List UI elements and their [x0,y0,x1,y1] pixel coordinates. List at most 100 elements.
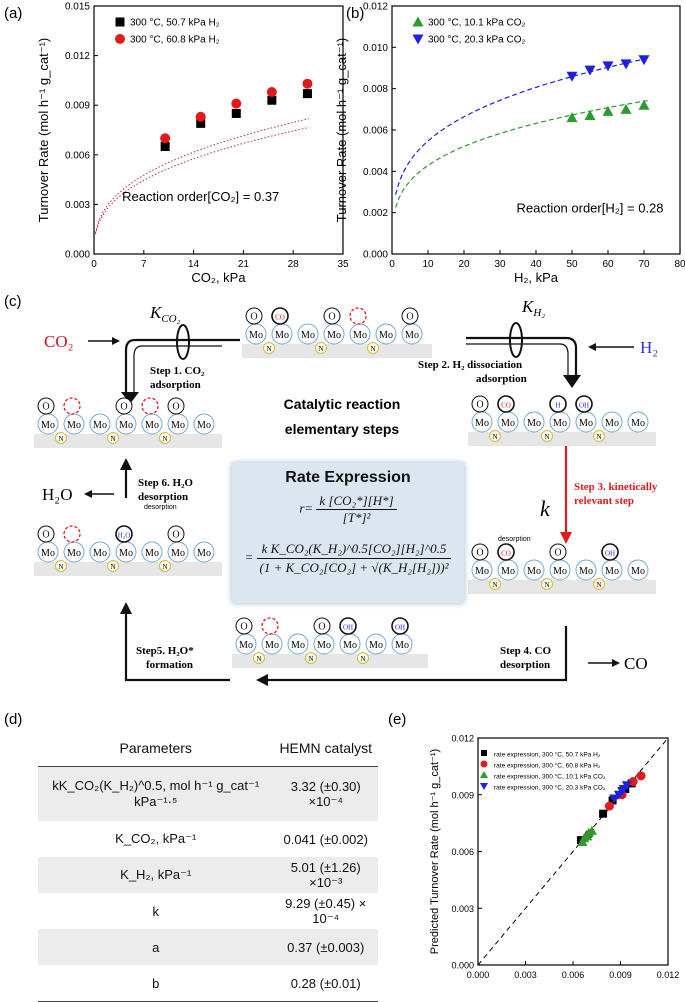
x-tick-label: 70 [638,259,650,270]
mo-label: Mo [631,566,645,577]
mo-label: Mo [41,420,55,431]
y-tick-label: 0.003 [451,904,474,914]
data-point [620,103,632,114]
table-cell-value: 0.28 (±0.01) [273,965,378,1002]
adsorbate-label: OH [343,624,353,632]
mo-label: Mo [93,420,107,431]
n-atom [159,560,171,572]
adsorbate-label: CO [275,314,285,322]
data-point [195,111,206,122]
table-row: K_CO₂, kPa⁻¹ 0.041 (±0.002) [38,821,378,857]
y-tick-label: 0.000 [363,250,388,261]
x-axis-label: H₂, kPa [514,270,559,285]
data-point [160,133,171,144]
n-atom [541,430,553,442]
data-point [602,105,614,116]
diagram-title-line1: Catalytic reaction [284,396,401,412]
legend-label: rate expression, 300 °C, 50.7 kPa H₂ [494,751,601,759]
data-point [604,801,614,811]
data-point [566,112,578,123]
mo-label: Mo [301,330,315,341]
n-label: N [370,345,375,353]
table-row: K_H₂, kPa⁻¹ 5.01 (±1.26) ×10⁻³ [38,857,378,893]
x-tick-label: 10 [422,259,434,270]
n-atom [55,560,67,572]
legend-label: 300 °C, 60.8 kPa H₂ [130,35,220,46]
x-tick-label: 20 [458,259,470,270]
mo-label: Mo [527,418,541,429]
x-tick-label: 28 [288,259,300,270]
kh2-ellipse [509,322,523,358]
mo-label: Mo [353,330,367,341]
y-tick-label: 0.006 [65,150,90,161]
mo-label: Mo [395,640,409,651]
y-tick-label: 0.012 [363,2,388,13]
y-tick-label: 0.012 [451,734,474,744]
adsorbate-site [401,307,419,325]
y-tick-label: 0.009 [451,790,474,800]
mo-label: Mo [475,418,489,429]
y-tick-label: 0.002 [363,208,388,219]
mo-label: Mo [317,640,331,651]
n-label: N [162,435,167,443]
rate-r-lhs: r= [299,500,314,516]
x-tick-label: 0 [389,259,395,270]
n-label: N [256,655,261,663]
rate-expression-r: r= k [CO₂*][H*][T*]² [232,493,464,526]
mo-atom [601,411,623,433]
mo-atom [523,411,545,433]
rate-main-denominator: (1 + K_CO₂[CO₂] + √(K_H₂[H₂]))² [259,560,449,575]
y-tick-label: 0.003 [65,200,90,211]
fit-curve [395,57,648,195]
panel-label-b: (b) [346,5,364,22]
fit-curve [94,126,309,235]
n-label: N [318,345,323,353]
table-cell-value: 5.01 (±1.26) ×10⁻³ [273,857,378,893]
mo-label: Mo [41,548,55,559]
rate-r-denominator: [T*]² [342,510,371,525]
data-point [587,825,597,835]
mo-atom [375,323,397,345]
kco2-label: KCO₂ [149,303,181,325]
n-atom [107,560,119,572]
n-atom [159,432,171,444]
mo-label: Mo [93,548,107,559]
adsorbate-label: O [240,622,247,633]
surface-slab [232,654,428,668]
y-tick-label: 0.006 [363,126,388,137]
mo-label: Mo [67,548,81,559]
n-label: N [596,581,601,589]
surface-slab [468,432,656,446]
data-point [160,142,170,152]
parameters-table: Parameters HEMN catalyst kK_CO₂(K_H₂)^0.… [38,730,378,1002]
x-tick-label: 7 [141,259,147,270]
adsorbate-site [497,543,515,561]
adsorbate-site [235,617,253,635]
n-label: N [110,563,115,571]
adsorbate-label: O [120,402,127,413]
mo-label: Mo [145,420,159,431]
legend-marker [412,34,424,45]
data-point [266,86,277,97]
mo-label: Mo [631,418,645,429]
legend-label: 300 °C, 20.3 kPa CO₂ [428,35,525,46]
table-cell-param: k [152,903,159,919]
vacancy-site [349,307,367,325]
adsorbate-site [497,395,515,413]
n-atom [315,342,327,354]
data-point [602,61,614,72]
mo-label: Mo [265,640,279,651]
adsorbate-site [37,525,55,543]
mo-atom [193,541,215,563]
mo-label: Mo [553,418,567,429]
y-tick-label: 0.015 [65,2,90,13]
legend-label: rate expression, 300 °C, 60.8 kPa H₂ [494,762,601,770]
mo-label: Mo [197,420,211,431]
x-tick-label: 14 [188,259,200,270]
step2-line1: Step 2. H₂ dissociation [418,359,522,371]
adsorbate-site [271,307,289,325]
fit-curve [395,100,648,208]
